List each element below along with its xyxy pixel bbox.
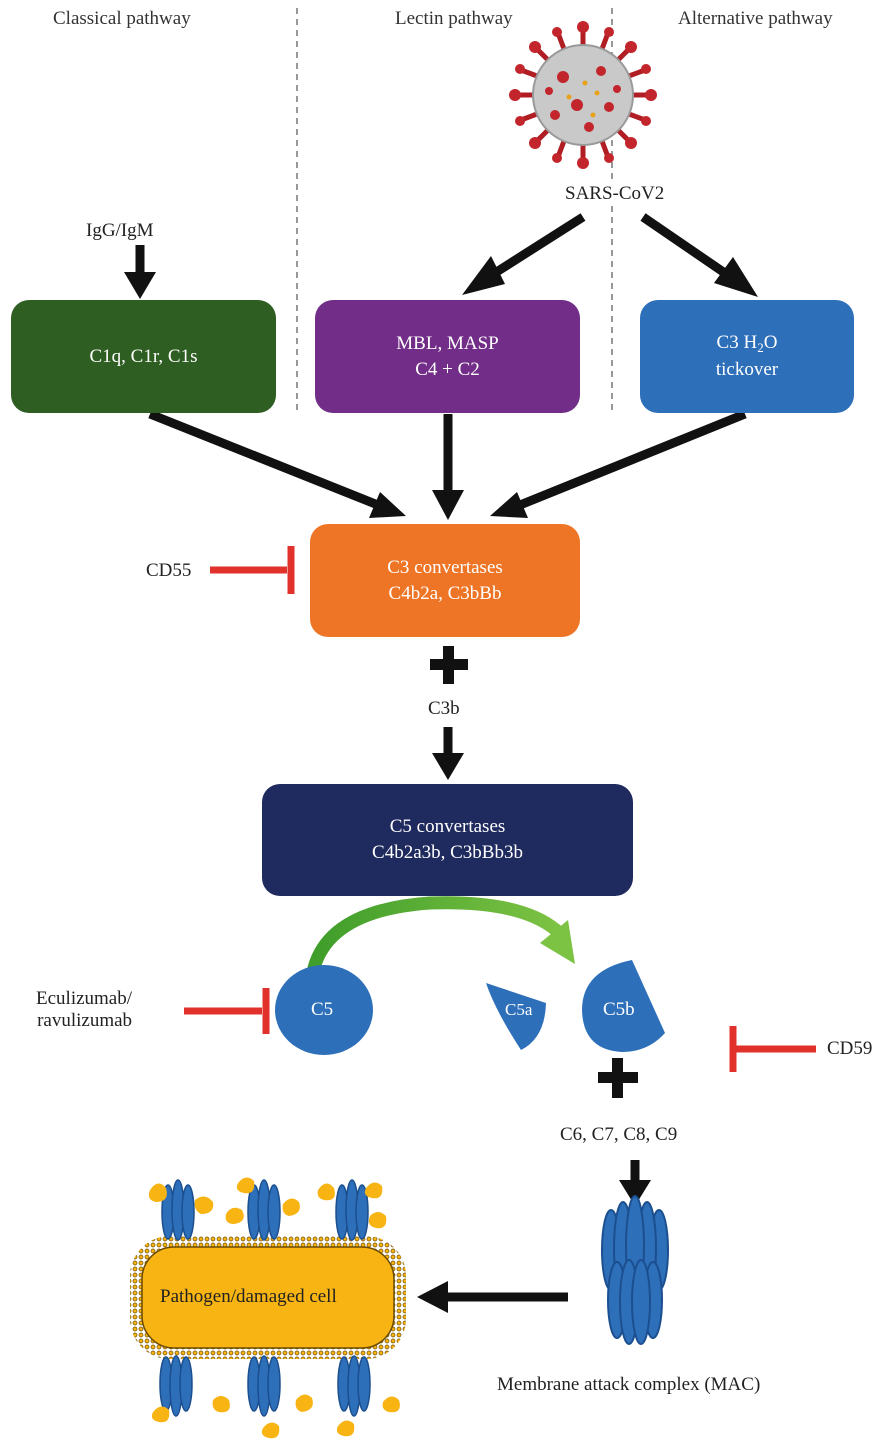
- label-c5: C5: [311, 999, 334, 1020]
- inhibitor-cd55: [210, 546, 295, 594]
- header-alternative-pathway: Alternative pathway: [678, 8, 833, 29]
- label-c5b: C5b: [603, 999, 635, 1020]
- arrow-mac-to-cell: [417, 1281, 568, 1313]
- header-classical-pathway: Classical pathway: [53, 8, 191, 29]
- cell-pore-bottom-1: [159, 1355, 193, 1417]
- box-lectin-mbl: MBL, MASP C4 + C2: [315, 300, 580, 413]
- c3h2o-post: O: [763, 332, 778, 354]
- pathogen-cell-icon: [130, 1236, 406, 1359]
- box-alternative-line1: C3 H2O: [717, 330, 778, 357]
- label-sars-cov2: SARS-CoV2: [563, 183, 667, 205]
- c3h2o-pre: C3 H: [716, 332, 758, 354]
- label-c3b: C3b: [428, 698, 460, 719]
- cytoplasm-droplets: [148, 1177, 400, 1439]
- label-cd59: CD59: [827, 1038, 873, 1059]
- cell-pore-top-3: [335, 1179, 369, 1241]
- label-eculizumab: Eculizumab/ ravulizumab: [36, 988, 132, 1032]
- label-cd55: CD55: [146, 560, 192, 581]
- plus-sign-c6c9: [598, 1058, 638, 1098]
- box-lectin-line1: MBL, MASP: [396, 332, 499, 354]
- c5-protein-icon: [275, 965, 373, 1055]
- cell-pore-bottom-3: [337, 1355, 371, 1417]
- arrow-c6c9-to-mac: [619, 1160, 651, 1206]
- label-c6-c9: C6, C7, C8, C9: [560, 1124, 678, 1145]
- arrow-alternative-to-c3: [490, 409, 747, 518]
- box-alternative-c3: C3 H2O tickover: [640, 300, 854, 413]
- box-classical-c1: C1q, C1r, C1s: [11, 300, 276, 413]
- arrow-lectin-to-c3: [432, 414, 464, 520]
- arrow-sars-to-alternative: [640, 213, 758, 297]
- box-lectin-line2: C4 + C2: [415, 358, 480, 380]
- box-c5-convertases: C5 convertases C4b2a3b, C3bBb3b: [262, 784, 633, 896]
- c5-convertases-title: C5 convertases: [389, 816, 506, 838]
- c5-convertases-detail: C4b2a3b, C3bBb3b: [372, 842, 523, 863]
- c3-convertases-detail: C4b2a, C3bBb: [388, 582, 502, 604]
- sars-cov2-virus-icon: [509, 21, 657, 169]
- c5a-fragment-icon: [486, 983, 546, 1050]
- c5b-fragment-icon: [582, 960, 665, 1052]
- c3-convertases-title: C3 convertases: [387, 556, 503, 578]
- box-alternative-line2: tickover: [715, 358, 779, 380]
- header-lectin-pathway: Lectin pathway: [395, 8, 513, 29]
- c3h2o-sub: 2: [757, 340, 764, 356]
- label-c5a: C5a: [505, 1000, 533, 1019]
- plus-sign-c3b: [430, 646, 468, 684]
- cleavage-arrow: [307, 896, 575, 975]
- arrow-sars-to-lectin: [462, 213, 586, 295]
- label-eculizumab-line2: ravulizumab: [37, 1010, 133, 1031]
- cell-pore-bottom-2: [247, 1355, 281, 1417]
- label-mac: Membrane attack complex (MAC): [497, 1374, 761, 1395]
- arrow-c3b-to-c5: [432, 727, 464, 780]
- mac-pore-icon: [601, 1195, 669, 1345]
- box-classical-line1: C1q, C1r, C1s: [89, 345, 198, 367]
- arrow-igg-to-classical: [124, 245, 156, 299]
- box-c3-convertases: C3 convertases C4b2a, C3bBb: [310, 524, 580, 637]
- label-eculizumab-line1: Eculizumab/: [36, 988, 133, 1009]
- label-pathogen-cell: Pathogen/damaged cell: [160, 1286, 337, 1307]
- inhibitor-eculizumab: [184, 988, 270, 1034]
- arrow-classical-to-c3: [148, 409, 406, 518]
- label-igg-igm: IgG/IgM: [86, 220, 154, 241]
- cell-pore-top-1: [161, 1179, 195, 1241]
- inhibitor-cd59: [729, 1026, 816, 1072]
